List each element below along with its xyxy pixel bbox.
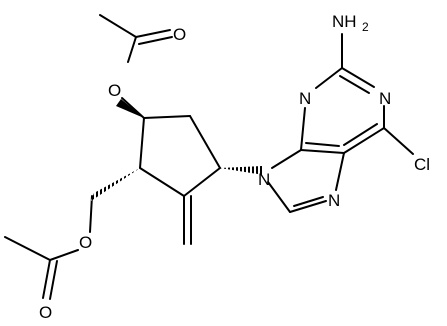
bond-n9-c8 bbox=[267, 181, 291, 213]
bond-ring-c2-c3 bbox=[189, 115, 221, 169]
bond-n3-c2 bbox=[315, 67, 343, 89]
bond-c4-c5-b bbox=[305, 142, 340, 147]
bond-carbonyl-c-ester-o-top bbox=[127, 36, 137, 63]
hash-bond-c3-n9 bbox=[220, 166, 264, 175]
atom-labels: O O O O NH 2 N N N N Cl bbox=[39, 12, 430, 322]
bond-methyl-bottom bbox=[4, 236, 51, 261]
atom-n9: N bbox=[258, 170, 270, 189]
bond-ester-o-c-bottom bbox=[49, 249, 79, 261]
bond-ring-c5-c1 bbox=[139, 117, 145, 169]
wedge-bond-c1-o bbox=[116, 99, 144, 118]
bond-c6-cl bbox=[383, 127, 414, 155]
atom-n-amine: NH bbox=[332, 12, 357, 31]
bond-carbonyl-bottom-b bbox=[49, 260, 58, 300]
bond-ester-o-c1-top bbox=[121, 97, 145, 119]
bond-ring-c3-c4 bbox=[183, 167, 221, 197]
bond-c8-n7-b bbox=[293, 196, 324, 207]
bond-c2-n1-a bbox=[341, 67, 375, 88]
atom-o-top-ester: O bbox=[108, 81, 121, 100]
hash-bond-c5-ch2 bbox=[91, 168, 140, 201]
atom-n-amine-subscript: 2 bbox=[362, 20, 369, 34]
atom-n1: N bbox=[379, 89, 391, 108]
bond-ring-c4-c5 bbox=[139, 167, 185, 197]
bond-carbonyl-bottom-a bbox=[42, 259, 51, 299]
atom-o-bottom-carbonyl: O bbox=[39, 303, 52, 322]
atom-o-top-carbonyl: O bbox=[173, 25, 186, 44]
bonds bbox=[4, 14, 414, 300]
bond-c6-c5-b bbox=[343, 123, 378, 146]
bond-c2-n1-b bbox=[339, 75, 370, 94]
bond-ring-c1-c2 bbox=[143, 115, 191, 119]
bond-n9-c4 bbox=[271, 149, 302, 169]
atom-o-left-ester: O bbox=[79, 233, 92, 252]
bond-ch2-o-left bbox=[89, 195, 93, 233]
bond-carbonyl-top-b bbox=[138, 36, 173, 45]
atom-n7: N bbox=[328, 191, 340, 210]
bond-carbonyl-top-a bbox=[135, 29, 171, 38]
bond-methyl-top bbox=[99, 14, 137, 38]
bond-c4-n3 bbox=[300, 107, 306, 151]
bond-c6-c5-a bbox=[343, 127, 385, 154]
bond-c8-n7-a bbox=[289, 200, 327, 213]
atom-n3: N bbox=[299, 89, 311, 108]
bond-c4-c5-a bbox=[300, 149, 345, 154]
atom-cl: Cl bbox=[414, 155, 430, 174]
bond-n7-c5 bbox=[335, 152, 345, 191]
